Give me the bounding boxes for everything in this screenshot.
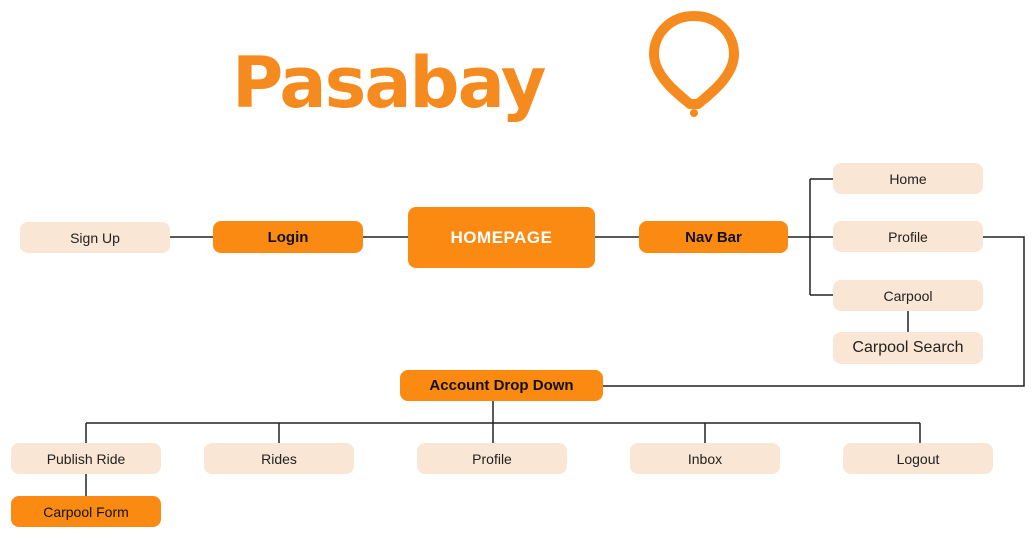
node-label: Profile	[472, 450, 512, 467]
node-label: Nav Bar	[685, 228, 742, 246]
node-label: Carpool Search	[852, 339, 964, 356]
node-nav-bar: Nav Bar	[639, 221, 788, 253]
node-label: Home	[889, 170, 927, 187]
node-label: Publish Ride	[46, 450, 126, 467]
brand-logo: Pasabay	[232, 18, 546, 124]
node-label: HOMEPAGE	[450, 227, 553, 247]
node-account-drop-down: Account Drop Down	[400, 370, 603, 401]
node-account-profile: Profile	[417, 443, 567, 474]
node-logout: Logout	[843, 443, 993, 474]
node-nav-carpool: Carpool	[833, 280, 983, 311]
node-label: Logout	[896, 450, 940, 467]
node-carpool-search: Carpool Search	[833, 332, 983, 364]
node-label: Login	[267, 228, 309, 246]
node-nav-profile: Profile	[833, 221, 983, 252]
node-nav-home: Home	[833, 163, 983, 194]
node-inbox: Inbox	[630, 443, 780, 474]
location-pin-icon	[649, 11, 739, 117]
node-label: Carpool	[883, 287, 933, 304]
node-sign-up: Sign Up	[20, 222, 170, 253]
node-login: Login	[213, 221, 363, 253]
brand-name: Pasabay	[232, 42, 546, 124]
node-label: Carpool Form	[43, 503, 129, 520]
node-label: Account Drop Down	[429, 377, 574, 394]
connector-profile-account	[602, 236, 1025, 387]
node-label: Inbox	[687, 450, 723, 467]
node-label: Rides	[261, 450, 297, 467]
node-publish-ride: Publish Ride	[11, 443, 161, 474]
node-homepage: HOMEPAGE	[408, 207, 595, 268]
node-label: Sign Up	[70, 229, 120, 246]
node-label: Profile	[888, 228, 928, 245]
node-carpool-form: Carpool Form	[11, 496, 161, 527]
node-rides: Rides	[204, 443, 354, 474]
